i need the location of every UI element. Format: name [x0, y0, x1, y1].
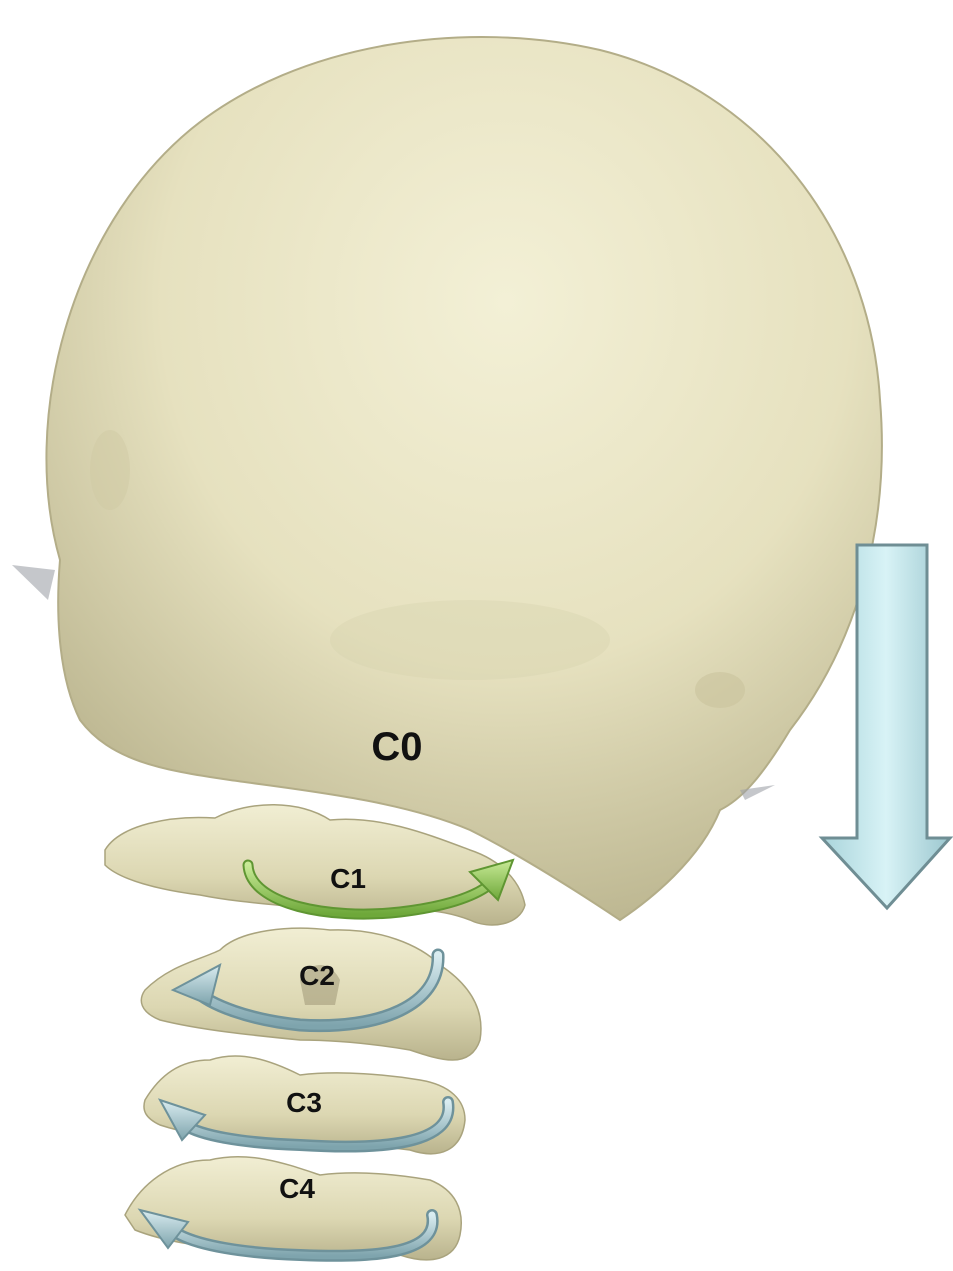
c1-label: C1	[330, 863, 366, 894]
c4-label: C4	[279, 1173, 315, 1204]
c0-label: C0	[371, 725, 422, 769]
c3-label: C3	[286, 1087, 322, 1118]
skull-illustration	[12, 37, 882, 920]
c2-label: C2	[299, 960, 335, 991]
